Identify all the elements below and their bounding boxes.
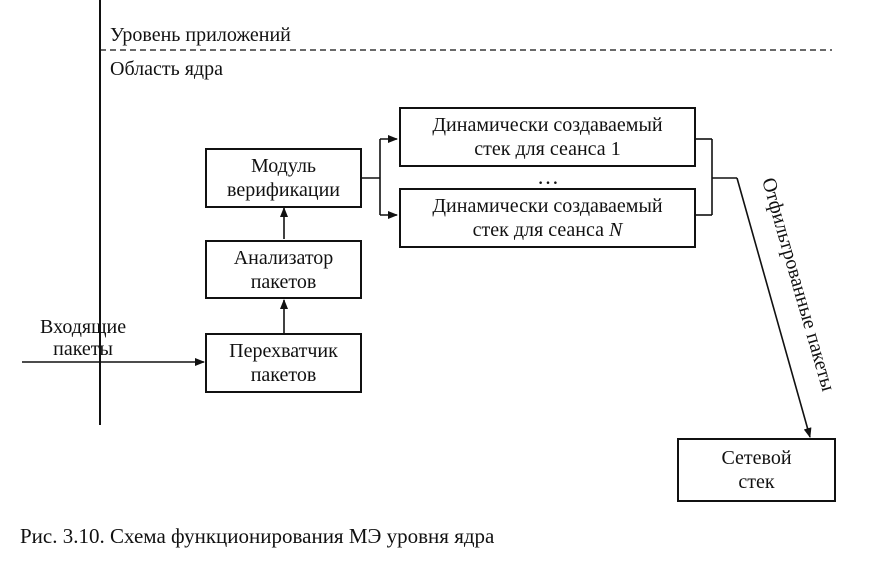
- net-line2: стек: [738, 471, 775, 493]
- stackN-line2-text: стек для сеанса: [472, 219, 605, 241]
- stackN-line2: стек для сеанса N: [473, 218, 623, 242]
- stack1-line2-var: 1: [610, 138, 621, 160]
- stack-session-N-box: Динамически создаваемый стек для сеанса …: [399, 188, 696, 248]
- stack1-line2: стек для сеанса 1: [474, 137, 620, 161]
- stack-session-1-box: Динамически создаваемый стек для сеанса …: [399, 107, 696, 167]
- network-stack-box: Сетевой стек: [677, 438, 836, 502]
- verifier-box: Модуль верификации: [205, 148, 362, 208]
- incoming-line1: Входящие: [40, 316, 127, 338]
- stacks-ellipsis: …: [537, 164, 559, 189]
- filtered-packets-arrow: [736, 177, 812, 438]
- analyzer-line2: пакетов: [250, 270, 317, 293]
- filtered-packets-label: Отфильтрованные пакеты: [757, 175, 839, 393]
- interceptor-box: Перехватчик пакетов: [205, 333, 362, 393]
- app-level-label: Уровень приложений: [110, 24, 291, 46]
- interceptor-line1: Перехватчик: [229, 340, 338, 362]
- stack1-line1: Динамически создаваемый: [432, 114, 663, 136]
- incoming-packets-label: Входящие пакеты: [40, 316, 126, 360]
- analyzer-box: Анализатор пакетов: [205, 240, 362, 299]
- analyzer-line1: Анализатор: [233, 246, 334, 269]
- verifier-line2: верификации: [227, 179, 340, 201]
- caption-prefix: Рис. 3.10.: [20, 524, 105, 548]
- interceptor-line2: пакетов: [250, 364, 317, 386]
- caption-text: Схема функционирования МЭ уровня ядра: [110, 524, 495, 548]
- verifier-line1: Модуль: [250, 155, 317, 177]
- stackN-line1: Динамически создаваемый: [432, 195, 663, 217]
- incoming-line2: пакеты: [53, 338, 113, 360]
- figure-caption: Рис. 3.10. Схема функционирования МЭ уро…: [20, 524, 494, 549]
- stackN-line2-var: N: [609, 219, 623, 241]
- kernel-area-label: Область ядра: [110, 58, 223, 80]
- net-line1: Сетевой: [721, 447, 792, 469]
- stack1-line2-text: стек для сеанса: [474, 138, 606, 160]
